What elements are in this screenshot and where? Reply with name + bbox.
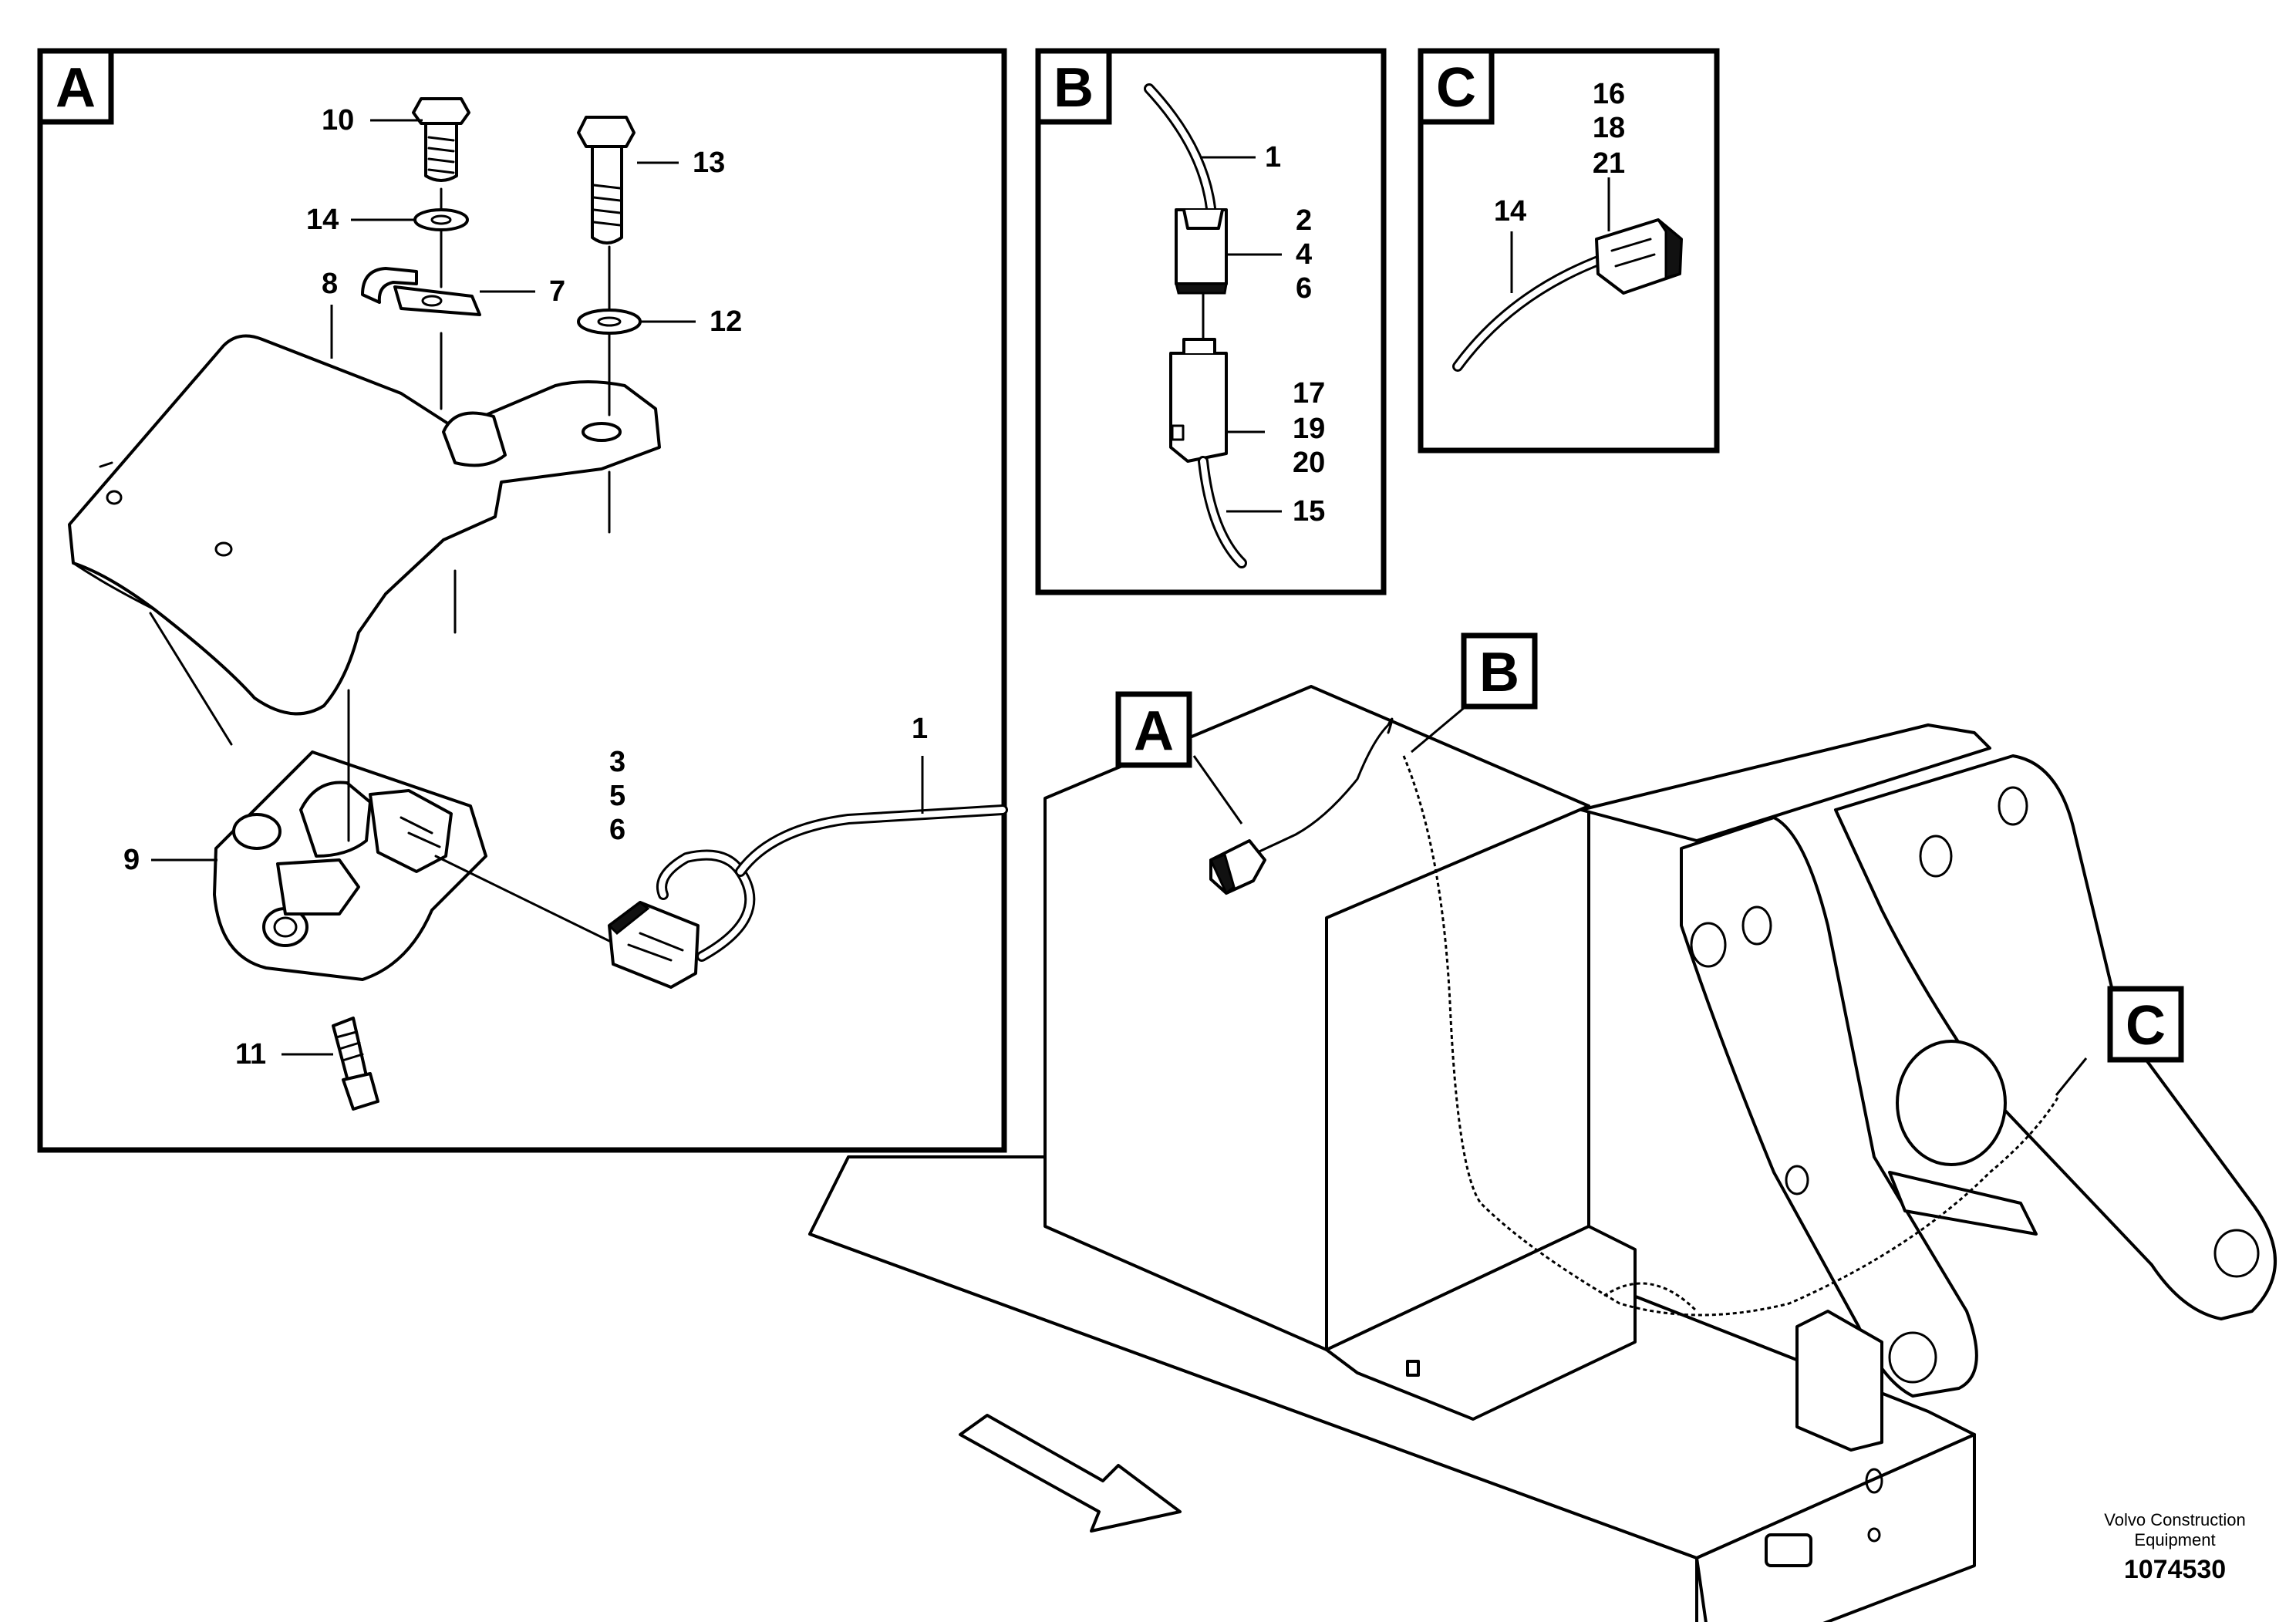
callout-3: 3 <box>609 746 625 778</box>
screw-11-drawing <box>332 1017 379 1111</box>
callout-6: 6 <box>609 814 625 846</box>
company-name-line1: Volvo Construction <box>2104 1510 2245 1529</box>
callout-7: 7 <box>549 275 565 308</box>
drawing-number: 1074530 <box>2124 1555 2226 1584</box>
detail-panel-a: A <box>37 48 1008 1153</box>
bracket-8-drawing <box>68 334 661 746</box>
detail-panel-b: B 1 2 4 6 17 19 20 15 <box>1035 48 1387 595</box>
connector-2-4-6-drawing <box>1175 208 1228 295</box>
clip-7-drawing <box>361 267 481 316</box>
panel-c-tag: C <box>1436 57 1476 119</box>
callout-b-1: 1 <box>1265 141 1281 174</box>
panel-b-tag: B <box>1054 57 1094 119</box>
callout-b-17: 17 <box>1293 377 1325 410</box>
callout-b-15: 15 <box>1293 495 1325 528</box>
overview-tag-a: A <box>1134 700 1174 762</box>
callout-c-14: 14 <box>1494 195 1526 228</box>
overview-tag-b-box <box>1461 632 1538 710</box>
callout-b-20: 20 <box>1293 447 1325 479</box>
bolt-10-drawing <box>412 97 470 182</box>
drawing-footer: Volvo Construction Equipment 1074530 <box>2104 1510 2245 1584</box>
company-name-line2: Equipment <box>2134 1530 2215 1549</box>
callout-10: 10 <box>322 104 354 137</box>
detail-panel-c: C 16 18 21 14 <box>1418 48 1720 454</box>
panel-a-tag-box <box>37 48 114 125</box>
panel-b-tag-box <box>1035 48 1112 125</box>
overview-tag-c: C <box>2126 995 2166 1057</box>
bolt-13-drawing <box>577 116 636 244</box>
callout-9: 9 <box>123 844 140 876</box>
connector-16-18-21-drawing <box>1595 218 1683 295</box>
connector-3-5-6-drawing <box>607 804 1008 989</box>
callout-13: 13 <box>693 147 725 179</box>
callout-c-18: 18 <box>1593 112 1625 144</box>
callout-b-4: 4 <box>1296 238 1312 271</box>
panel-a-frame <box>37 48 1007 1153</box>
panel-c-frame <box>1418 48 1720 454</box>
panel-b-frame <box>1035 48 1387 595</box>
callout-b-2: 2 <box>1296 204 1312 237</box>
callout-b-19: 19 <box>1293 413 1325 445</box>
connector-17-19-20-drawing <box>1169 338 1228 463</box>
callout-8: 8 <box>322 268 338 300</box>
washer-14-drawing <box>413 208 469 231</box>
machine-overview-drawing: A B C <box>808 632 2277 1622</box>
callout-b-6: 6 <box>1296 272 1312 305</box>
overview-tag-b: B <box>1479 642 1519 703</box>
callout-c-21: 21 <box>1593 147 1625 180</box>
overview-tag-c-box <box>2107 986 2184 1063</box>
panel-a-tag: A <box>56 57 96 119</box>
callout-12: 12 <box>710 305 742 338</box>
washer-12-drawing <box>577 309 642 335</box>
callout-11: 11 <box>235 1038 266 1071</box>
callout-5: 5 <box>609 780 625 812</box>
overview-tag-a-box <box>1115 691 1192 768</box>
panel-c-tag-box <box>1418 48 1495 125</box>
callout-c-16: 16 <box>1593 78 1625 110</box>
callout-14: 14 <box>306 204 339 236</box>
callout-1: 1 <box>912 713 928 745</box>
housing-9-drawing <box>213 750 487 981</box>
